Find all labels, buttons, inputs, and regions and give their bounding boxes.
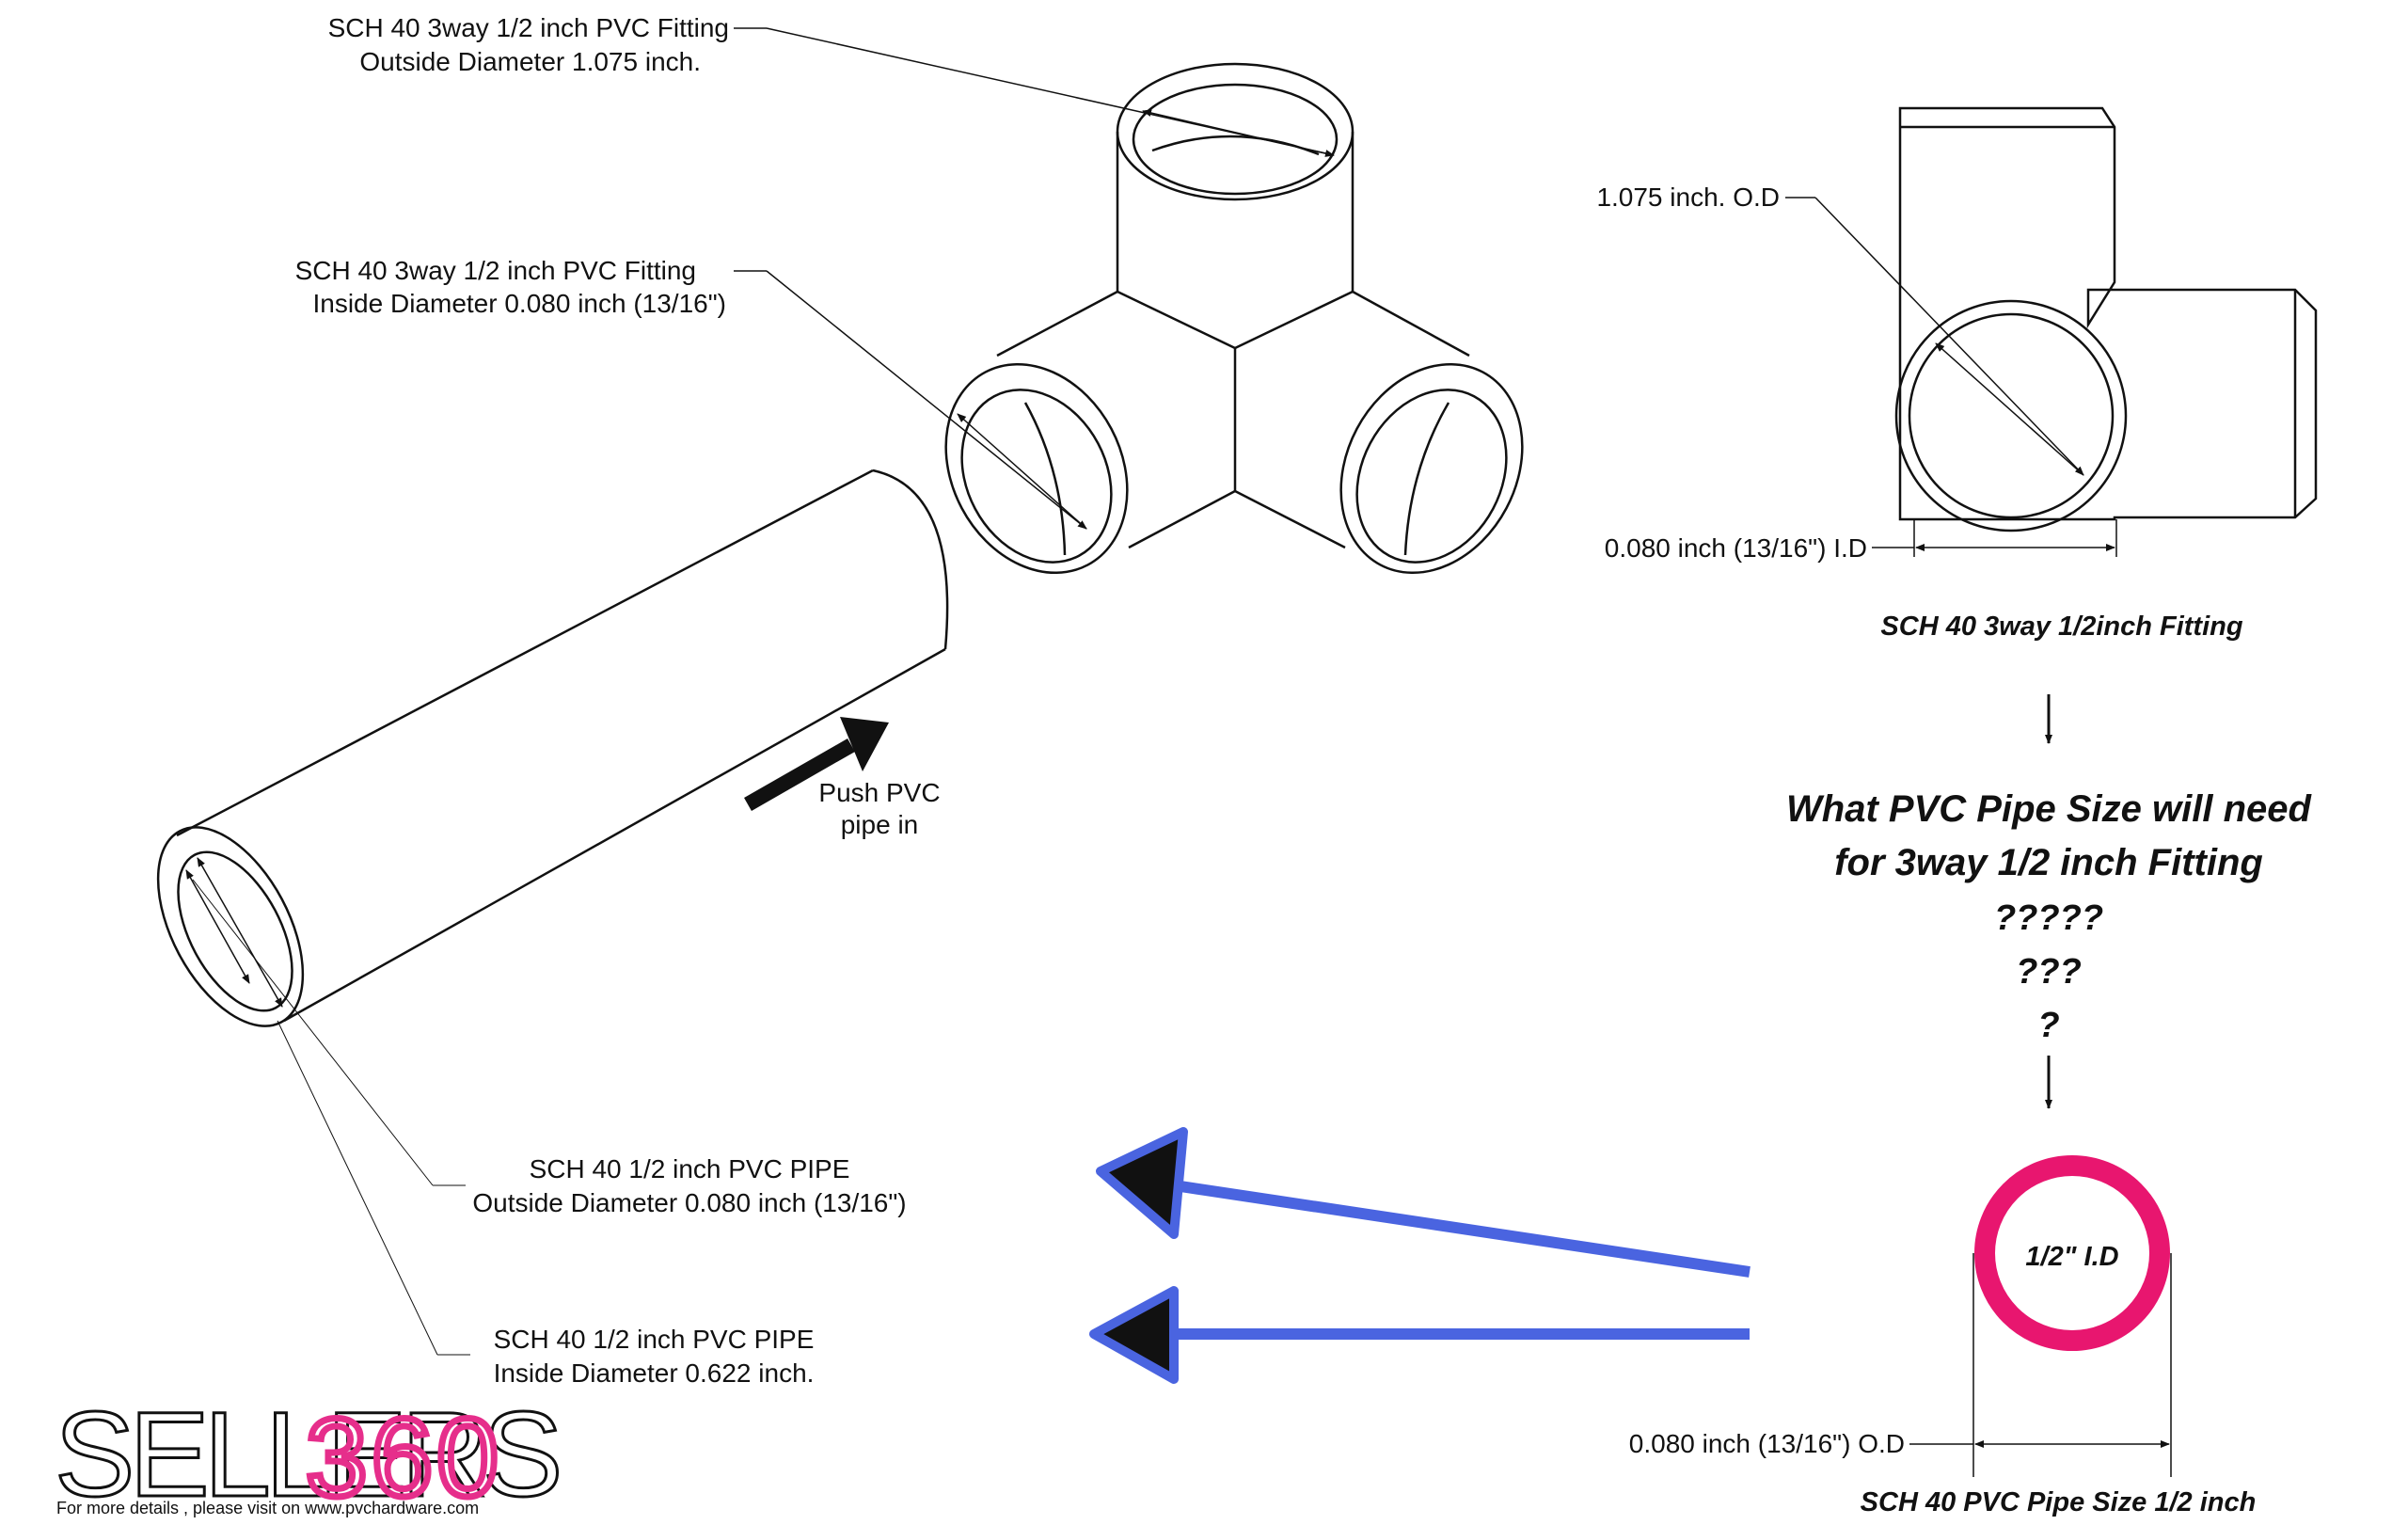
fitting-od-label-line1: SCH 40 3way 1/2 inch PVC Fitting: [328, 13, 729, 42]
question-line2: for 3way 1/2 inch Fitting: [1834, 842, 2263, 883]
question-marks-2: ???: [2016, 952, 2082, 992]
pipe-section-ring: [1974, 1155, 2170, 1351]
blue-arrow-lower: [1089, 1286, 1750, 1384]
right-fitting-caption: SCH 40 3way 1/2inch Fitting: [1880, 612, 2242, 642]
fitting-id-label-line2: Inside Diameter 0.080 inch (13/16"): [312, 289, 726, 318]
pipe-drawing: [156, 469, 949, 1027]
push-label-line2: pipe in: [841, 810, 919, 839]
pipe-od-label-line2: Outside Diameter 0.080 inch (13/16"): [472, 1188, 906, 1217]
pipe-section-caption: SCH 40 PVC Pipe Size 1/2 inch: [1861, 1487, 2257, 1517]
fitting-id-label-line1: SCH 40 3way 1/2 inch PVC Fitting: [295, 256, 696, 285]
right-fitting-front-view: [1894, 106, 2318, 532]
pipe-section-center-label: 1/2" I.D: [2025, 1242, 2118, 1272]
logo-number: 360: [306, 1396, 502, 1520]
question-marks-3: ?: [2037, 1006, 2059, 1045]
question-marks-1: ?????: [1994, 898, 2103, 938]
fitting-od-leader: [734, 27, 1335, 157]
pipe-section-od-label: 0.080 inch (13/16") O.D: [1629, 1429, 1905, 1458]
push-arrow: [744, 717, 889, 811]
logo-word: SELLERS: [55, 1388, 558, 1522]
question-line1: What PVC Pipe Size will need: [1786, 788, 2312, 830]
pipe-section-dimensions: [1909, 1253, 2172, 1477]
pipe-od-leader: [192, 879, 466, 1186]
right-fitting-id-label: 0.080 inch (13/16") I.D: [1605, 533, 1867, 563]
fitting-od-label-line2: Outside Diameter 1.075 inch.: [359, 47, 701, 76]
pipe-id-leader: [277, 1020, 470, 1356]
right-fitting-od-label: 1.075 inch. O.D: [1596, 183, 1780, 212]
right-fitting-dimensions: [1785, 197, 2117, 557]
logo-tagline: For more details , please visit on www.p…: [56, 1499, 479, 1517]
push-label-line1: Push PVC: [818, 778, 940, 807]
sellers360-logo: SELLERS 360: [54, 1387, 565, 1524]
blue-arrow-upper: [1096, 1127, 1751, 1278]
three-way-fitting-drawing: [944, 62, 1524, 575]
pipe-id-label-line2: Inside Diameter 0.622 inch.: [494, 1358, 815, 1388]
pipe-od-label-line1: SCH 40 1/2 inch PVC PIPE: [530, 1154, 850, 1183]
fitting-id-leader: [734, 270, 1087, 530]
pipe-id-label-line1: SCH 40 1/2 inch PVC PIPE: [494, 1325, 815, 1354]
